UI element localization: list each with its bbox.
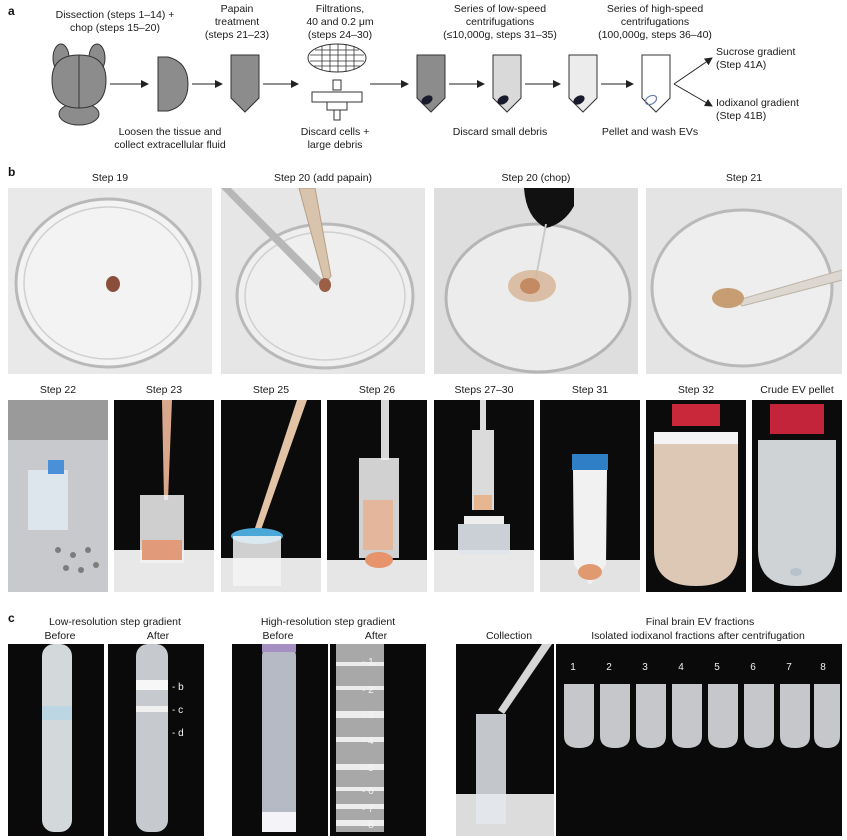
photo-step-32 [646,400,746,592]
workflow-schematic [51,43,713,126]
fraction-label-7: 7 [786,662,792,673]
caption-step-20-chop: Step 20 (chop) [501,172,571,184]
photo-step-20-chop [434,188,638,374]
photo-crude-ev-pellet [752,400,842,592]
caption-step-25: Step 25 [252,384,290,396]
label-discard-small-debris: Discard small debris [452,126,548,138]
fraction-label-4: 4 [678,662,684,673]
photo-iodixanol-fractions [556,644,842,836]
high-res-after: After [364,630,388,642]
high-res-mark-1: - 1 [362,657,374,668]
centrifuge-tube-dark-icon [416,54,446,113]
low-res-title: Low-resolution step gradient [49,616,181,628]
high-res-mark-8: - 8 [362,820,374,831]
photo-low-res-after [108,644,204,836]
caption-step-22: Step 22 [39,384,77,396]
high-res-before: Before [262,630,294,642]
arrow-sucrose [673,57,713,85]
label-loosen-tissue: Loosen the tissue and collect extracellu… [114,126,226,151]
caption-step-26: Step 26 [358,384,396,396]
fraction-label-6: 6 [750,662,756,673]
low-res-mark-b: - b [172,682,184,693]
photo-step-21 [646,188,842,374]
label-iodixanol: Iodixanol gradient (Step 41B) [716,97,799,122]
photo-step-19 [8,188,212,374]
caption-step-31: Step 31 [571,384,609,396]
photo-high-res-before [232,644,328,836]
caption-step-23: Step 23 [145,384,183,396]
photo-step-26 [327,400,427,592]
label-dissection: Dissection (steps 1–14) + chop (steps 15… [55,9,175,34]
caption-crude-ev-pellet: Crude EV pellet [760,384,834,396]
photo-low-res-before [8,644,104,836]
caption-steps-27-30: Steps 27–30 [454,384,514,396]
label-papain: Papain treatment (steps 21–23) [204,3,270,41]
label-pellet-wash: Pellet and wash EVs [601,126,699,138]
final-fractions-title: Final brain EV fractions [645,616,755,628]
label-high-speed: Series of high-speed centrifugations (10… [598,3,712,41]
photo-step-23 [114,400,214,592]
high-res-mark-7: - 7 [362,804,374,815]
high-res-mark-3: - 3 [362,710,374,721]
low-res-after: After [146,630,170,642]
caption-step-21: Step 21 [725,172,763,184]
photo-step-22 [8,400,108,592]
high-res-mark-5: - 5 [362,763,374,774]
photo-collection [456,644,554,836]
centrifuge-tube-light-icon [492,54,522,113]
low-res-mark-d: - d [172,728,184,739]
tissue-piece-icon [157,56,189,112]
fraction-label-2: 2 [606,662,612,673]
label-filtrations: Filtrations, 40 and 0.2 μm (steps 24–30) [306,3,374,41]
label-low-speed: Series of low-speed centrifugations (≤10… [443,3,557,41]
high-res-mark-2: - 2 [362,685,374,696]
photo-step-20-add-papain [221,188,425,374]
fraction-label-3: 3 [642,662,648,673]
photo-step-31 [540,400,640,592]
mesh-filter-icon [307,43,367,73]
high-res-mark-4: - 4 [362,736,374,747]
papain-tube-icon [230,54,260,113]
ev-tube-icon [641,54,671,113]
panel-a-letter: a [8,4,15,18]
fraction-label-5: 5 [714,662,720,673]
panel-b-letter: b [8,165,16,179]
label-discard-cells: Discard cells + large debris [300,126,370,151]
caption-step-32: Step 32 [677,384,715,396]
photo-steps-27-30 [434,400,534,592]
label-sucrose: Sucrose gradient (Step 41A) [716,46,796,71]
caption-step-20-papain: Step 20 (add papain) [273,172,373,184]
isolated-fractions-label: Isolated iodixanol fractions after centr… [591,630,805,642]
high-res-mark-6: - 6 [362,786,374,797]
collection-label: Collection [485,630,533,642]
arrow-iodixanol [673,83,713,107]
brain-icon [51,43,107,126]
high-res-title: High-resolution step gradient [260,616,396,628]
caption-step-19: Step 19 [91,172,129,184]
photo-high-res-after [330,644,426,836]
low-res-before: Before [44,630,76,642]
low-res-mark-c: - c [172,705,184,716]
photo-step-25 [221,400,321,592]
fraction-label-8: 8 [820,662,826,673]
syringe-filter-icon [311,79,363,121]
centrifuge-tube-lighter-icon [568,54,598,113]
panel-c-letter: c [8,611,15,625]
fraction-label-1: 1 [570,662,576,673]
